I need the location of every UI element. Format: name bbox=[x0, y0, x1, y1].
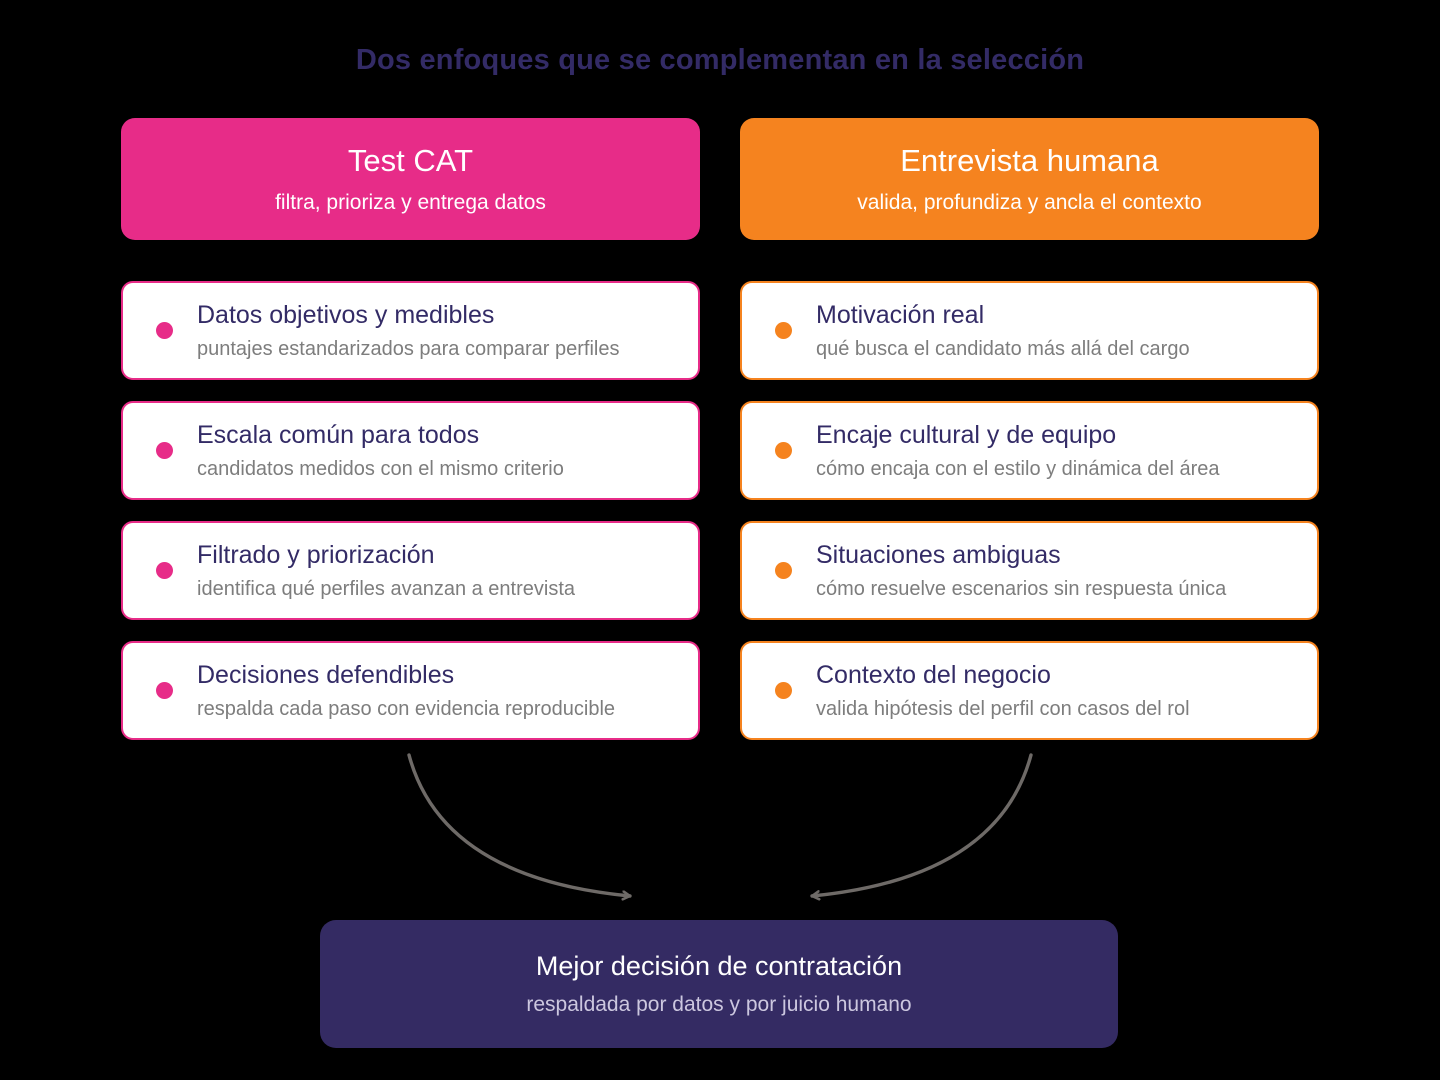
benefit-card: Contexto del negocio valida hipótesis de… bbox=[740, 641, 1319, 740]
bullet-dot-icon bbox=[156, 442, 173, 459]
card-subtitle: cómo encaja con el estilo y dinámica del… bbox=[816, 457, 1220, 480]
benefit-card: Datos objetivos y medibles puntajes esta… bbox=[121, 281, 700, 380]
benefit-card: Situaciones ambiguas cómo resuelve escen… bbox=[740, 521, 1319, 620]
right-curved-arrow bbox=[810, 753, 1033, 896]
benefit-card: Encaje cultural y de equipo cómo encaja … bbox=[740, 401, 1319, 500]
benefit-card: Motivación real qué busca el candidato m… bbox=[740, 281, 1319, 380]
card-text: Motivación real qué busca el candidato m… bbox=[816, 301, 1190, 361]
card-subtitle: respalda cada paso con evidencia reprodu… bbox=[197, 697, 616, 720]
card-title: Datos objetivos y medibles bbox=[197, 300, 495, 329]
result-subtitle: respaldada por datos y por juicio humano bbox=[526, 993, 912, 1016]
card-title: Situaciones ambiguas bbox=[816, 540, 1061, 569]
benefit-card: Filtrado y priorización identifica qué p… bbox=[121, 521, 700, 620]
bullet-dot-icon bbox=[775, 682, 792, 699]
card-subtitle: valida hipótesis del perfil con casos de… bbox=[816, 697, 1190, 720]
bullet-dot-icon bbox=[775, 562, 792, 579]
test-cat-header-title: Test CAT bbox=[347, 143, 474, 178]
card-subtitle: qué busca el candidato más allá del carg… bbox=[816, 337, 1190, 360]
benefit-card: Decisiones defendibles respalda cada pas… bbox=[121, 641, 700, 740]
result-box: Mejor decisión de contratación respaldad… bbox=[320, 920, 1118, 1048]
card-title: Decisiones defendibles bbox=[197, 660, 455, 689]
bullet-dot-icon bbox=[775, 322, 792, 339]
test-cat-header-box: Test CAT filtra, prioriza y entrega dato… bbox=[121, 118, 700, 240]
card-title: Contexto del negocio bbox=[816, 660, 1051, 689]
bullet-dot-icon bbox=[156, 562, 173, 579]
bullet-dot-icon bbox=[156, 322, 173, 339]
entrevista-header-subtitle: valida, profundiza y ancla el contexto bbox=[857, 191, 1202, 214]
entrevista-humana-column: Entrevista humana valida, profundiza y a… bbox=[740, 118, 1319, 761]
card-subtitle: identifica qué perfiles avanzan a entrev… bbox=[197, 577, 576, 600]
test-cat-column: Test CAT filtra, prioriza y entrega dato… bbox=[121, 118, 700, 761]
card-text: Decisiones defendibles respalda cada pas… bbox=[197, 661, 615, 721]
card-title: Encaje cultural y de equipo bbox=[816, 420, 1117, 449]
card-text: Situaciones ambiguas cómo resuelve escen… bbox=[816, 541, 1226, 601]
card-subtitle: puntajes estandarizados para comparar pe… bbox=[197, 337, 620, 360]
bullet-dot-icon bbox=[775, 442, 792, 459]
test-cat-header-subtitle: filtra, prioriza y entrega datos bbox=[275, 191, 546, 214]
card-text: Filtrado y priorización identifica qué p… bbox=[197, 541, 575, 601]
card-subtitle: candidatos medidos con el mismo criterio bbox=[197, 457, 564, 480]
entrevista-header-title: Entrevista humana bbox=[900, 143, 1159, 178]
card-subtitle: cómo resuelve escenarios sin respuesta ú… bbox=[816, 577, 1227, 600]
card-text: Contexto del negocio valida hipótesis de… bbox=[816, 661, 1190, 721]
result-title: Mejor decisión de contratación bbox=[535, 951, 903, 981]
card-text: Escala común para todos candidatos medid… bbox=[197, 421, 564, 481]
left-curved-arrow bbox=[407, 753, 632, 896]
benefit-card: Escala común para todos candidatos medid… bbox=[121, 401, 700, 500]
page-title: Dos enfoques que se complementan en la s… bbox=[355, 44, 1085, 76]
card-text: Encaje cultural y de equipo cómo encaja … bbox=[816, 421, 1220, 481]
card-text: Datos objetivos y medibles puntajes esta… bbox=[197, 301, 619, 361]
bullet-dot-icon bbox=[156, 682, 173, 699]
card-title: Motivación real bbox=[816, 300, 985, 329]
card-title: Escala común para todos bbox=[197, 420, 480, 449]
entrevista-header-box: Entrevista humana valida, profundiza y a… bbox=[740, 118, 1319, 240]
card-title: Filtrado y priorización bbox=[197, 540, 435, 569]
